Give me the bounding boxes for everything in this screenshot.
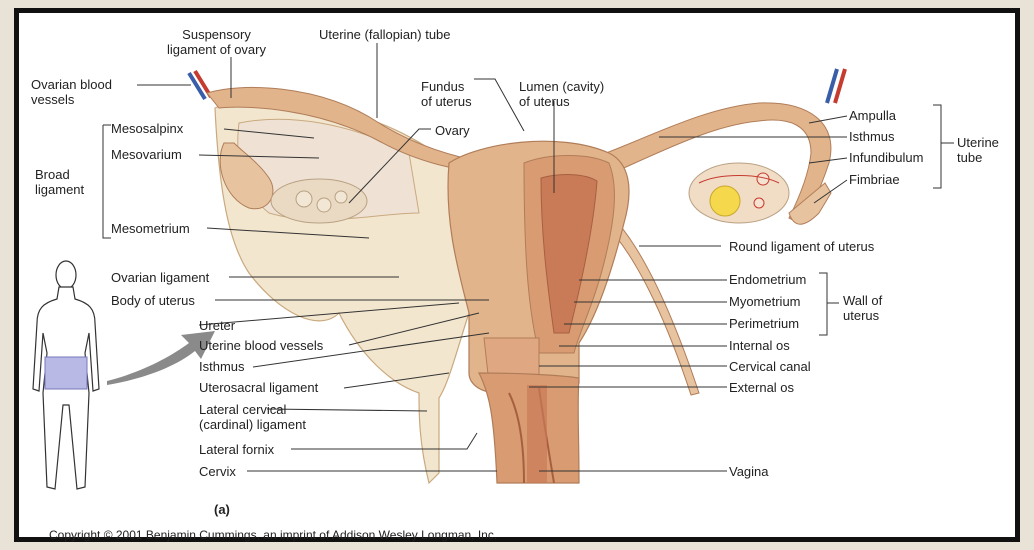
label-fimbriae: Fimbriae <box>849 172 900 187</box>
label-endometrium: Endometrium <box>729 272 806 287</box>
label-cervical-canal: Cervical canal <box>729 359 811 374</box>
label-broad-ligament: Broad ligament <box>35 167 84 197</box>
label-body-of-uterus: Body of uterus <box>111 293 195 308</box>
label-uterosacral-ligament: Uterosacral ligament <box>199 380 318 395</box>
human-figure-icon <box>33 261 99 489</box>
figure-frame: Suspensory ligament of ovary Uterine (fa… <box>14 8 1020 542</box>
label-wall-of-uterus: Wall of uterus <box>843 293 882 323</box>
label-internal-os: Internal os <box>729 338 790 353</box>
right-ovary <box>689 163 789 223</box>
label-uterine-tube-top: Uterine (fallopian) tube <box>319 27 451 42</box>
label-ureter: Ureter <box>199 318 235 333</box>
copyright-notice: Copyright © 2001 Benjamin Cummings, an i… <box>49 528 497 542</box>
label-suspensory-ligament: Suspensory ligament of ovary <box>167 27 266 57</box>
label-isthmus-left: Isthmus <box>199 359 245 374</box>
label-ampulla: Ampulla <box>849 108 896 123</box>
label-mesometrium: Mesometrium <box>111 221 190 236</box>
label-perimetrium: Perimetrium <box>729 316 799 331</box>
label-round-ligament: Round ligament of uterus <box>729 239 874 254</box>
label-lateral-fornix: Lateral fornix <box>199 442 274 457</box>
label-fundus: Fundus of uterus <box>421 79 472 109</box>
label-uterine-blood-vessels: Uterine blood vessels <box>199 338 323 353</box>
label-vagina: Vagina <box>729 464 769 479</box>
label-cervix: Cervix <box>199 464 236 479</box>
label-external-os: External os <box>729 380 794 395</box>
label-myometrium: Myometrium <box>729 294 801 309</box>
label-ovary: Ovary <box>435 123 470 138</box>
panel-label: (a) <box>214 502 230 517</box>
label-mesosalpinx: Mesosalpinx <box>111 121 183 136</box>
label-ovarian-blood-vessels: Ovarian blood vessels <box>31 77 112 107</box>
label-mesovarium: Mesovarium <box>111 147 182 162</box>
label-isthmus-right: Isthmus <box>849 129 895 144</box>
label-ovarian-ligament: Ovarian ligament <box>111 270 209 285</box>
label-lumen: Lumen (cavity) of uterus <box>519 79 604 109</box>
label-infundibulum: Infundibulum <box>849 150 923 165</box>
label-uterine-tube-right: Uterine tube <box>957 135 999 165</box>
label-lateral-cervical: Lateral cervical (cardinal) ligament <box>199 402 306 432</box>
